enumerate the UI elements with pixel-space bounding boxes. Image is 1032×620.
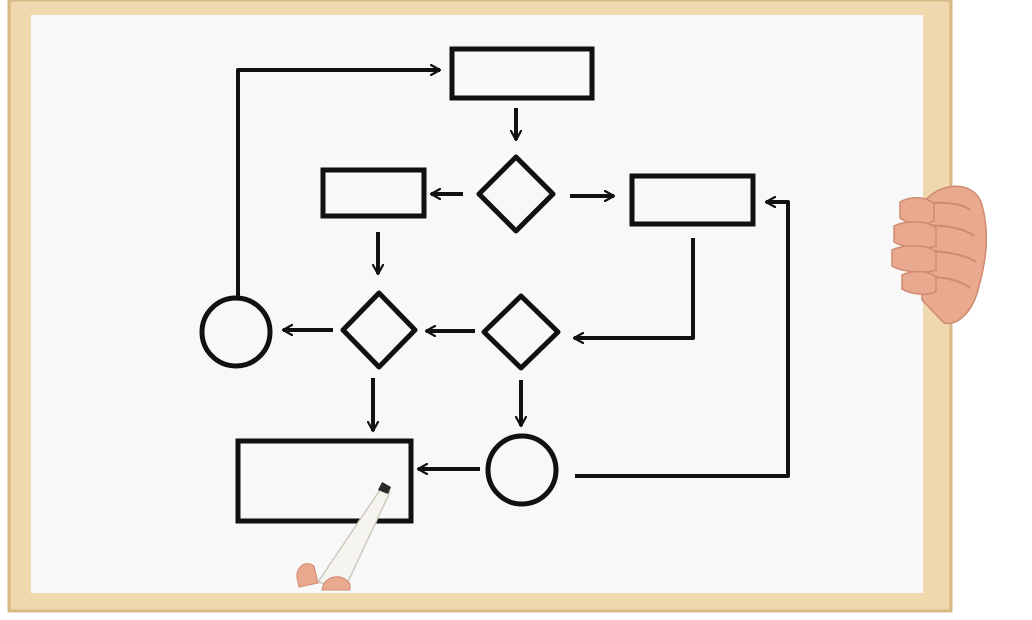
holding-hand-icon	[891, 185, 988, 325]
whiteboard-surface	[31, 15, 923, 593]
flow-rect-top	[449, 46, 595, 101]
flow-rect-right	[629, 173, 756, 227]
arrow-loop-bottom-to-right-rect	[575, 202, 790, 478]
arrow-loop-circle-to-top	[236, 70, 440, 296]
flow-rect-left	[320, 167, 427, 219]
arrow-right-rect-to-right-diamond	[574, 238, 695, 338]
flow-diamond-left	[340, 290, 418, 370]
marker-pen-icon	[296, 482, 391, 591]
flow-circle-left	[199, 295, 273, 369]
flow-circle-bottom	[485, 433, 559, 507]
flow-rect-bottom	[235, 438, 414, 524]
flow-diamond-top	[476, 154, 556, 234]
flow-diamond-right	[481, 293, 561, 371]
